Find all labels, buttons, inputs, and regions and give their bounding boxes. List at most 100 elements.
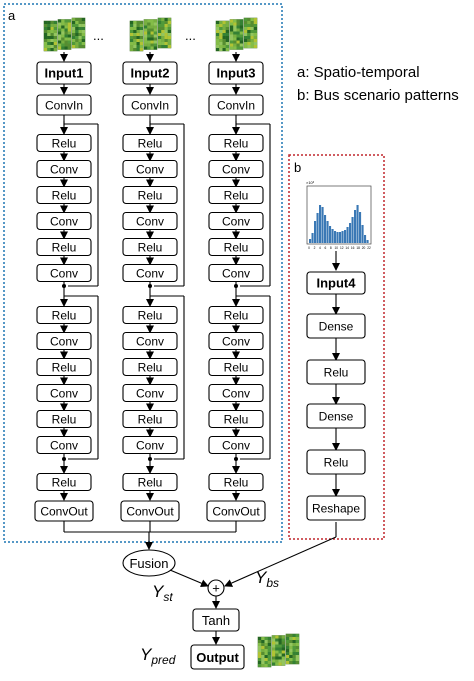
col1-image-stack-layer [43, 20, 58, 52]
col2-block1-relu-5-label: Relu [138, 241, 163, 255]
col2-block1-relu-1-label: Relu [138, 137, 163, 151]
col3-block1-conv-2: Conv [208, 159, 264, 179]
legend-spatio-temporal: a: Spatio-temporal [297, 64, 420, 81]
histogram-x-tick: 18 [356, 246, 360, 250]
col3-block1-relu-3: Relu [208, 185, 264, 205]
col2-block1-conv-4-label: Conv [136, 215, 164, 229]
col2-image-stack-layer [157, 17, 172, 49]
edge-reshape-diagonal [224, 536, 337, 587]
panel-a-label: a [8, 8, 16, 23]
panel-b-label: b [294, 160, 301, 175]
histogram-bar [334, 231, 337, 243]
panel-b-frame [288, 154, 385, 540]
col1-block2-relu-3-label: Relu [52, 361, 77, 375]
col1-block2-conv-4: Conv [36, 383, 92, 403]
histogram-x-tick: 20 [362, 246, 366, 250]
col1-block1-relu-3: Relu [36, 185, 92, 205]
histogram-bar [339, 232, 342, 243]
col3-block2-relu-5-label: Relu [224, 413, 249, 427]
y-bs-label: Ybs [255, 568, 279, 590]
histogram-bar [346, 227, 349, 243]
col2-convin: ConvIn [122, 94, 178, 116]
col1-image-stack-layer [57, 19, 72, 50]
col1-block1-conv-4: Conv [36, 211, 92, 231]
histogram-bar [351, 217, 354, 243]
histogram-bar [366, 240, 369, 243]
col2-block1-conv-2: Conv [122, 159, 178, 179]
col2-block2-relu-3-label: Relu [138, 361, 163, 375]
col3-block1-conv-2-label: Conv [222, 163, 250, 177]
col1-convout: ConvOut [34, 500, 94, 522]
col2-block2-conv-2: Conv [122, 331, 178, 351]
fusion-node: Fusion [122, 549, 176, 577]
b-dense-4: Dense [306, 403, 366, 429]
histogram-y-scale: ×10³ [306, 180, 315, 185]
col3-convout: ConvOut [206, 500, 266, 522]
col3-input-label: Input3 [217, 66, 256, 81]
col1-image-stack [43, 17, 86, 52]
col2-final-relu: Relu [122, 472, 178, 492]
col3-block1-relu-5-label: Relu [224, 241, 249, 255]
histogram-bar [364, 235, 367, 243]
histogram-bar [349, 223, 352, 243]
col3-input: Input3 [208, 61, 264, 85]
histogram-x-tick: 8 [330, 246, 332, 250]
col3-convout-label: ConvOut [212, 505, 260, 519]
tanh-node: Tanh [192, 608, 240, 632]
col1-block2-conv-4-label: Conv [50, 387, 78, 401]
histogram-bar [314, 221, 317, 243]
col1-convout-label: ConvOut [40, 505, 88, 519]
col2-block1-conv-2-label: Conv [136, 163, 164, 177]
plus-label: + [212, 581, 220, 596]
y-st-label: Yst [152, 582, 173, 604]
col3-block2-relu-1: Relu [208, 305, 264, 325]
b-dense-2: Dense [306, 313, 366, 339]
col1-block2-relu-3: Relu [36, 357, 92, 377]
col1-block2-conv-6-label: Conv [50, 439, 78, 453]
col2-block2-conv-6: Conv [122, 435, 178, 455]
col2-convout: ConvOut [120, 500, 180, 522]
histogram-bar [324, 215, 327, 243]
col3-block2-conv-4: Conv [208, 383, 264, 403]
col2-block1-conv-6-label: Conv [136, 267, 164, 281]
col3-block1-conv-4-label: Conv [222, 215, 250, 229]
col3-convin: ConvIn [208, 94, 264, 116]
histogram-x-tick: 2 [314, 246, 316, 250]
col1-block1-conv-2-label: Conv [50, 163, 78, 177]
b-relu-3-label: Relu [324, 366, 349, 380]
col3-block1-relu-1-label: Relu [224, 137, 249, 151]
col3-block2-relu-5: Relu [208, 409, 264, 429]
col2-image-stack-layer [129, 20, 144, 52]
col2-block1-relu-1: Relu [122, 133, 178, 153]
histogram-bar [326, 221, 329, 243]
col3-block2-relu-1-label: Relu [224, 309, 249, 323]
histogram-bar [319, 205, 322, 243]
col3-block1-relu-1: Relu [208, 133, 264, 153]
col3-block1-relu-5: Relu [208, 237, 264, 257]
b-relu-5: Relu [306, 449, 366, 475]
col2-block1-relu-5: Relu [122, 237, 178, 257]
histogram-bar [331, 229, 334, 243]
col3-final-relu: Relu [208, 472, 264, 492]
b-reshape-6-box [306, 495, 366, 521]
histogram-bar [361, 225, 364, 243]
col2-convin-label: ConvIn [131, 99, 169, 113]
tanh-label: Tanh [202, 613, 230, 628]
col2-image-stack-layer [143, 19, 158, 50]
col2-block2-conv-6-label: Conv [136, 439, 164, 453]
b-input4-1: Input4 [306, 271, 366, 295]
col2-image-stack [129, 17, 172, 52]
col2-block2-relu-1: Relu [122, 305, 178, 325]
col1-input-label: Input1 [45, 66, 84, 81]
legend-bus-scenario: b: Bus scenario patterns [297, 87, 459, 104]
col2-block2-relu-5-label: Relu [138, 413, 163, 427]
col1-block1-conv-6: Conv [36, 263, 92, 283]
col3-final-relu-label: Relu [224, 476, 249, 490]
col1-block1-relu-5-label: Relu [52, 241, 77, 255]
col2-block2-conv-4: Conv [122, 383, 178, 403]
histogram-x-tick: 6 [324, 246, 326, 250]
col2-block2-conv-2-label: Conv [136, 335, 164, 349]
col2-block1-relu-3: Relu [122, 185, 178, 205]
b-relu-3: Relu [306, 359, 366, 385]
histogram-bar [336, 232, 339, 243]
